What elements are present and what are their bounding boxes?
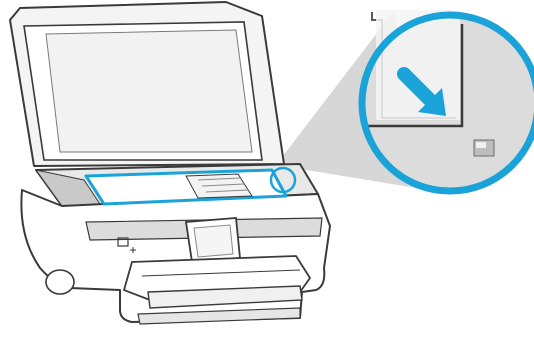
corner-symbol-icon	[474, 140, 494, 156]
power-button-icon	[46, 270, 74, 294]
printer-lid	[10, 2, 284, 166]
magnifier-callout	[362, 10, 534, 191]
